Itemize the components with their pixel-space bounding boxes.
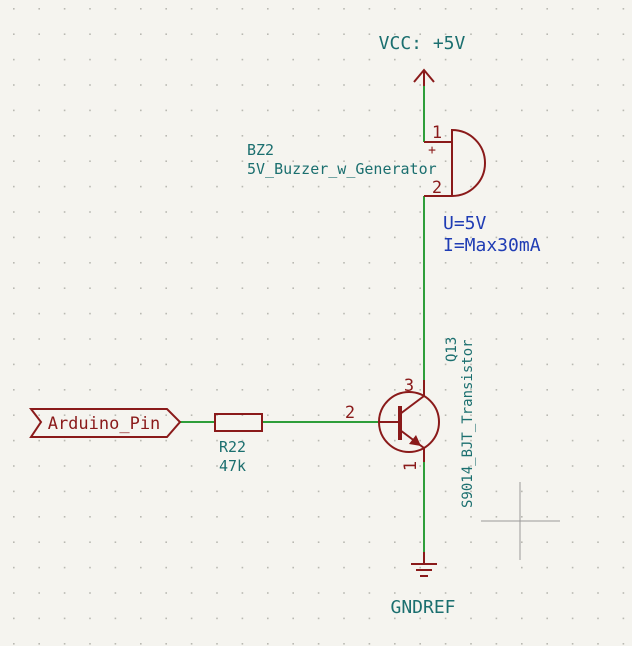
buzzer-reference: BZ2 <box>247 141 274 159</box>
transistor-value: S9014_BJT_Transistor <box>460 339 476 508</box>
vcc-label: VCC: +5V <box>379 33 466 54</box>
transistor-base-pin-number: 2 <box>345 403 355 423</box>
arduino-pin-label: Arduino_Pin <box>48 414 161 434</box>
ground-symbol[interactable] <box>411 552 437 577</box>
buzzer-note-voltage: U=5V <box>443 213 487 234</box>
resistor-value: 47k <box>219 457 246 475</box>
grid-dots <box>13 8 625 645</box>
arduino-pin-port[interactable] <box>28 408 182 438</box>
gndref-label: GNDREF <box>390 597 455 618</box>
buzzer-note-current: I=Max30mA <box>443 235 541 256</box>
resistor-reference: R22 <box>219 438 246 456</box>
wires <box>180 80 425 562</box>
transistor-reference: Q13 <box>444 337 460 362</box>
resistor-symbol[interactable] <box>214 413 263 432</box>
buzzer-value: 5V_Buzzer_w_Generator <box>247 160 437 178</box>
buzzer-plus-sign: + <box>428 143 436 158</box>
buzzer-pin2-number: 2 <box>432 178 442 198</box>
cursor-crosshair <box>481 482 560 560</box>
buzzer-pin1-number: 1 <box>432 123 442 143</box>
vcc-power-symbol[interactable] <box>413 68 435 86</box>
transistor-emitter-arrow <box>409 435 421 446</box>
buzzer-symbol[interactable] <box>424 128 486 198</box>
transistor-collector-pin-number: 3 <box>404 376 414 396</box>
transistor-emitter-pin-number: 1 <box>401 461 421 471</box>
